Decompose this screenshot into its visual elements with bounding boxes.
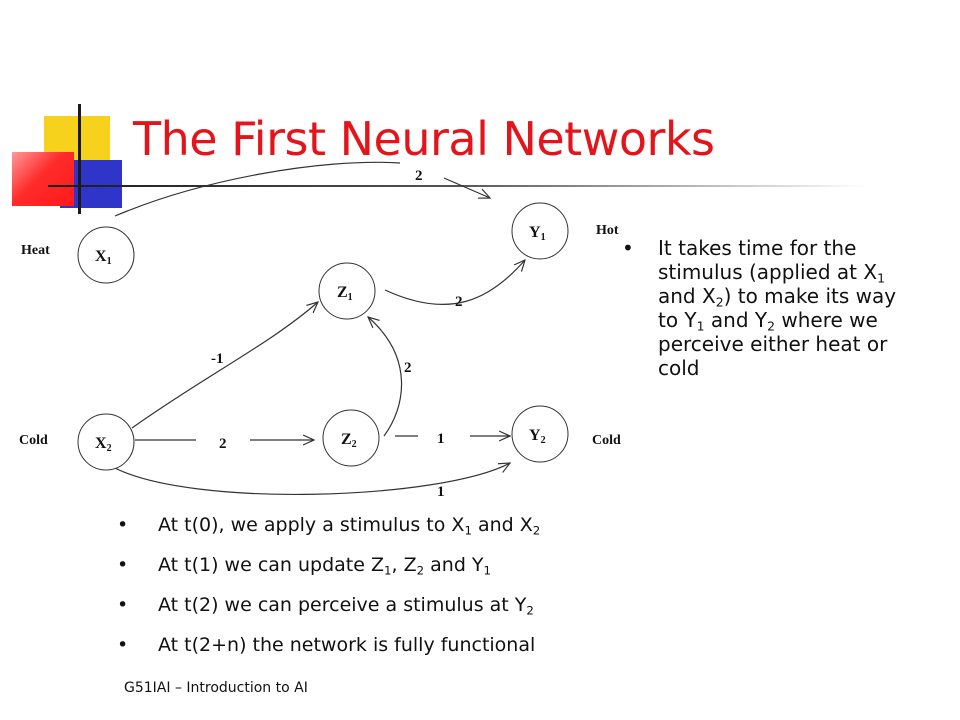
svg-text:Y1: Y1 bbox=[529, 224, 546, 243]
node-y2: Y2 bbox=[511, 405, 569, 463]
edge-x2-z1 bbox=[131, 302, 318, 429]
node-y1: Y1 bbox=[511, 202, 569, 260]
explanation-list: It takes time for the stimulus (applied … bbox=[620, 236, 920, 380]
slide-title: The First Neural Networks bbox=[133, 112, 715, 166]
weight-z1-y1: 2 bbox=[455, 294, 463, 310]
svg-text:Z2: Z2 bbox=[341, 431, 357, 450]
weight-x1-y1: 2 bbox=[415, 168, 423, 184]
weight-z2-z1: 2 bbox=[404, 360, 412, 376]
label-cold-left: Cold bbox=[19, 433, 48, 448]
explanation-item: It takes time for the stimulus (applied … bbox=[620, 236, 920, 380]
weight-z2-y2: 1 bbox=[437, 431, 445, 447]
bullet-t0: At t(0), we apply a stimulus to X1 and X… bbox=[112, 510, 812, 550]
svg-text:X2: X2 bbox=[95, 435, 112, 454]
bullet-t2: At t(2) we can perceive a stimulus at Y2 bbox=[112, 590, 812, 630]
title-underline bbox=[48, 185, 868, 187]
edge-x1-y1-arrow bbox=[443, 177, 490, 198]
weight-x2-z2: 2 bbox=[219, 436, 227, 452]
node-x1: X1 bbox=[77, 226, 135, 284]
node-x2: X2 bbox=[77, 413, 135, 471]
edge-x2-y2 bbox=[112, 463, 510, 495]
node-z1: Z1 bbox=[318, 262, 376, 320]
edge-z1-y1 bbox=[384, 260, 525, 305]
bullet-t1: At t(1) we can update Z1, Z2 and Y1 bbox=[112, 550, 812, 590]
svg-text:Y2: Y2 bbox=[529, 427, 546, 446]
timeline-bullets: At t(0), we apply a stimulus to X1 and X… bbox=[112, 510, 812, 670]
label-heat: Heat bbox=[21, 243, 50, 258]
svg-text:X1: X1 bbox=[95, 248, 112, 267]
edge-x1-y1 bbox=[114, 161, 401, 217]
svg-text:Z1: Z1 bbox=[337, 284, 353, 303]
weight-x2-y2: 1 bbox=[437, 484, 445, 500]
node-z2: Z2 bbox=[322, 409, 380, 467]
label-cold-right: Cold bbox=[592, 433, 621, 448]
bullet-t2n: At t(2+n) the network is fully functiona… bbox=[112, 630, 812, 670]
deco-red-square bbox=[12, 152, 74, 206]
slide-footer: G51IAI – Introduction to AI bbox=[124, 680, 308, 696]
edge-z2-z1 bbox=[368, 317, 403, 437]
deco-vertical-line bbox=[78, 104, 81, 214]
weight-x2-z1: -1 bbox=[211, 351, 224, 367]
label-hot: Hot bbox=[596, 223, 619, 238]
